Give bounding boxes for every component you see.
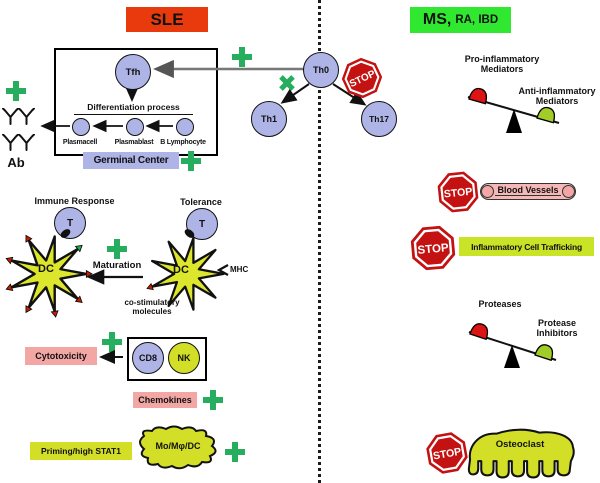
chemokines-box: Chemokines xyxy=(133,392,197,408)
antibody-icon xyxy=(18,108,35,125)
ab-label: Ab xyxy=(7,155,25,170)
t-cell-label: T xyxy=(66,217,74,229)
tfh-label: Tfh xyxy=(125,66,141,78)
stop-sign-icon: STOP xyxy=(426,432,468,474)
title-ms: MS, RA, IBD xyxy=(410,7,511,33)
svg-text:STOP: STOP xyxy=(417,242,449,257)
costimulatory-label: co-stimulatory molecules xyxy=(108,298,196,316)
cd8-cell: CD8 xyxy=(132,342,164,374)
mhc-label: MHC xyxy=(230,265,249,274)
vessel-end-icon xyxy=(562,184,575,198)
balance-icon xyxy=(468,323,557,368)
pro-inflammatory-line2: Mediators xyxy=(480,64,524,75)
t-cell: T xyxy=(54,207,86,239)
title-ms-secondary: RA, IBD xyxy=(455,14,499,26)
cytotoxicity-label: Cytotoxicity xyxy=(35,351,87,361)
dc-label: DC xyxy=(173,264,189,276)
monocyte-blob-icon xyxy=(139,425,217,470)
protease-inhibitors-line1: Protease xyxy=(537,318,577,328)
th0-cell: Th0 xyxy=(303,52,339,88)
balance-icon xyxy=(467,87,560,133)
costimulatory-line1: co-stimulatory xyxy=(124,298,180,307)
tolerance-label: Tolerance xyxy=(180,197,222,207)
vessel-end-icon xyxy=(481,184,494,198)
immune-response-label: Immune Response xyxy=(34,196,115,206)
stop-sign-icon: STOP xyxy=(410,225,456,271)
protease-inhibitors-label: Protease Inhibitors xyxy=(525,318,589,339)
germinal-center-label: Germinal Center xyxy=(83,152,179,169)
maturation-label: Maturation xyxy=(92,260,142,271)
antibody-icon xyxy=(2,134,19,151)
th1-cell: Th1 xyxy=(251,101,287,137)
dc-label: DC xyxy=(38,263,54,275)
costimulatory-line2: molecules xyxy=(132,307,172,317)
anti-inflammatory-label: Anti-inflammatory Mediators xyxy=(513,86,600,107)
osteoclast-label: Osteoclast xyxy=(495,439,545,450)
x-icon xyxy=(275,71,299,95)
tfh-cell: Tfh xyxy=(115,54,151,90)
plasmacell-label: Plasmacell xyxy=(62,139,98,146)
plus-icon xyxy=(102,332,122,352)
plus-icon xyxy=(203,390,223,410)
plasmablast-label: Plasmablast xyxy=(114,139,154,146)
blood-vessel-icon: Blood Vessels xyxy=(480,183,576,200)
cd8-label: CD8 xyxy=(138,353,157,363)
plasmacell-cell xyxy=(72,118,90,136)
plus-icon xyxy=(232,47,252,67)
svg-text:STOP: STOP xyxy=(443,186,473,201)
nk-label: NK xyxy=(177,353,191,363)
b-lymphocyte-label: B Lymphocyte xyxy=(160,139,206,146)
protease-inhibitors-line2: Inhibitors xyxy=(536,328,578,339)
pro-inflammatory-line1: Pro-inflammatory xyxy=(464,54,540,64)
stop-sign-icon: STOP xyxy=(437,171,479,213)
cytotoxicity-box: Cytotoxicity xyxy=(25,347,97,365)
antibody-icon xyxy=(18,134,35,151)
plus-icon xyxy=(107,239,127,259)
chemokines-label: Chemokines xyxy=(138,395,192,405)
title-ms-primary: MS, xyxy=(422,11,452,28)
svg-text:STOP: STOP xyxy=(432,446,462,463)
nk-cell: NK xyxy=(168,342,200,374)
b-lymphocyte-cell xyxy=(176,118,194,136)
panel-divider xyxy=(318,0,321,483)
title-sle: SLE xyxy=(126,7,208,32)
osteoclast-icon xyxy=(467,428,575,479)
trafficking-box: Inflammatory Cell Trafficking xyxy=(459,237,594,256)
dendritic-cell-icon xyxy=(146,236,225,311)
plus-icon xyxy=(225,442,245,462)
trafficking-label: Inflammatory Cell Trafficking xyxy=(471,241,582,252)
blood-vessels-label: Blood Vessels xyxy=(495,185,561,196)
th17-cell: Th17 xyxy=(361,101,397,137)
th17-label: Th17 xyxy=(369,114,389,124)
plus-icon xyxy=(6,81,26,101)
antibody-icon xyxy=(2,108,19,125)
mo-blob-label: Mo/Mφ/DC xyxy=(155,441,201,451)
anti-inflammatory-line1: Anti-inflammatory xyxy=(518,86,596,96)
th0-label: Th0 xyxy=(312,65,329,75)
pro-inflammatory-label: Pro-inflammatory Mediators xyxy=(452,54,552,75)
th1-label: Th1 xyxy=(260,114,277,124)
anti-inflammatory-line2: Mediators xyxy=(535,96,579,107)
proteases-label: Proteases xyxy=(478,299,522,309)
plus-icon xyxy=(181,151,201,171)
stop-sign-icon: STOP xyxy=(341,57,383,99)
differentiation-label: Differentiation process xyxy=(74,102,193,115)
t-cell-label: T xyxy=(198,218,206,230)
plasmablast-cell xyxy=(126,118,144,136)
priming-box: Priming/high STAT1 xyxy=(30,442,132,460)
priming-label: Priming/high STAT1 xyxy=(41,446,121,456)
